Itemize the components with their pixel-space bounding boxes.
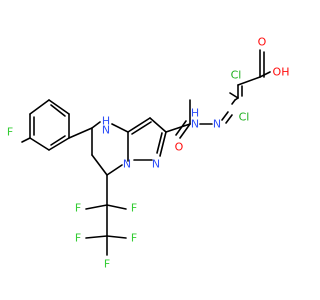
- bond: [229, 92, 239, 99]
- bond: [48, 137, 70, 151]
- bond: [91, 121, 101, 129]
- bond: [50, 135, 66, 146]
- bond: [175, 120, 187, 136]
- hydrazone-chain: [165, 99, 233, 139]
- bond: [159, 131, 167, 157]
- atom-f-4: F: [131, 232, 137, 245]
- atom-cl-top: Cl: [231, 69, 242, 82]
- bond: [106, 235, 127, 239]
- bond: [165, 123, 191, 133]
- atom-f-2: F: [131, 202, 137, 215]
- bond: [106, 204, 127, 210]
- atom-n-pyrazole-1: N: [123, 158, 131, 171]
- bond: [91, 154, 108, 176]
- atom-n-hydrazide-1: N: [191, 118, 199, 131]
- bond: [225, 114, 233, 124]
- bond: [68, 127, 93, 139]
- atom-nh-ring: H: [102, 115, 110, 128]
- atom-n-pyrazole-2: N: [152, 158, 160, 171]
- bond: [156, 132, 163, 154]
- bond: [231, 99, 236, 105]
- atom-n-hydrazide-2: N: [213, 118, 221, 131]
- bond: [149, 117, 167, 133]
- bond: [21, 137, 31, 143]
- atom-f-ring: F: [7, 126, 13, 139]
- bond: [259, 71, 271, 78]
- bond: [48, 99, 70, 115]
- atom-oh-acid: OH: [273, 66, 290, 79]
- bond: [221, 111, 229, 121]
- bond: [131, 121, 152, 135]
- atom-o-acid: O: [258, 36, 267, 49]
- dichlorobutenoic-acid: [229, 49, 271, 105]
- atom-o-amide: O: [175, 141, 184, 154]
- bond: [29, 137, 50, 151]
- atom-cl-bottom: Cl: [239, 111, 250, 124]
- tetrahydropyrimidine-ring: [91, 121, 129, 176]
- bond: [106, 164, 123, 176]
- atom-n-ring-top: N: [102, 124, 110, 137]
- molecule-svg: F H N N N H N N O Cl Cl OH O F F F F F: [7, 36, 290, 271]
- bond: [29, 99, 50, 115]
- atom-f-3: F: [75, 232, 81, 245]
- atom-f-1: F: [75, 202, 81, 215]
- bond: [179, 123, 191, 139]
- bond: [50, 104, 66, 117]
- atom-nh-hydrazide: H: [191, 107, 199, 120]
- atom-f-5: F: [104, 258, 110, 271]
- bond: [111, 123, 129, 133]
- bond: [85, 235, 108, 239]
- pentafluoroethyl-group: [85, 174, 127, 256]
- bond: [237, 76, 261, 86]
- molecule-structure-canvas: F H N N N H N N O Cl Cl OH O F F F F F: [7, 36, 290, 271]
- bond: [127, 117, 151, 133]
- bond: [85, 204, 108, 210]
- fluorophenyl-ring: [21, 99, 70, 151]
- pyrazole-ring: [127, 117, 167, 161]
